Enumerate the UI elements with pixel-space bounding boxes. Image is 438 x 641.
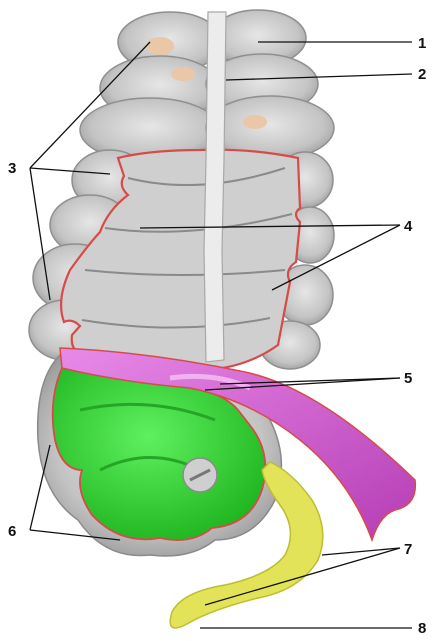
label-4: 4 <box>404 218 413 235</box>
label-1: 1 <box>418 35 426 52</box>
appendix-epiploica-3 <box>243 115 267 129</box>
label-3: 3 <box>8 160 16 177</box>
appendix-epiploica-1 <box>146 37 174 55</box>
label-7: 7 <box>404 541 412 558</box>
label-2: 2 <box>418 66 426 83</box>
label-5: 5 <box>404 370 412 387</box>
label-6: 6 <box>8 523 16 540</box>
label-8: 8 <box>418 620 426 637</box>
taenia-coli <box>204 12 226 362</box>
appendix-epiploica-2 <box>171 67 195 81</box>
